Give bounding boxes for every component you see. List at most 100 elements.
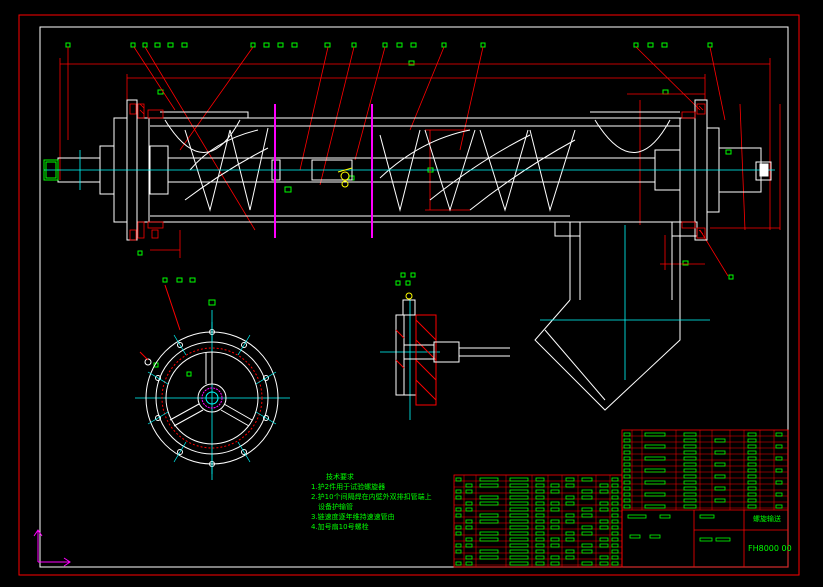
title-block-cell — [623, 468, 631, 473]
title-block-cell — [683, 450, 697, 455]
title-block-cell — [775, 468, 783, 473]
title-block-cell — [747, 504, 757, 509]
title-block-cell — [611, 495, 619, 500]
title-block-cell — [581, 525, 593, 530]
title-block-cell — [565, 477, 575, 482]
title-block-cell — [747, 480, 757, 485]
title-block-cell — [683, 480, 697, 485]
title-block-cell — [455, 543, 462, 548]
title-block-cell — [699, 514, 715, 519]
title-block-cell — [644, 504, 666, 509]
title-block-cell — [699, 537, 713, 542]
title-block-cell — [611, 483, 619, 488]
title-block-cell — [683, 492, 697, 497]
title-block-cell — [550, 507, 560, 512]
title-block-cell — [535, 483, 545, 488]
shaft-end-detail — [45, 161, 769, 179]
title-block-cell — [509, 483, 529, 488]
title-block-cell — [599, 483, 609, 488]
title-block-cell — [535, 507, 545, 512]
tech-req-item-3: 设备护输管 — [311, 503, 353, 511]
title-block-cell — [479, 531, 499, 536]
title-block-cell — [509, 555, 529, 560]
title-block-cell — [683, 468, 697, 473]
title-block-cell — [509, 489, 529, 494]
title-block-cell — [581, 489, 593, 494]
title-block-cell — [611, 561, 619, 566]
title-block-cell — [509, 501, 529, 506]
title-block-cell — [509, 537, 529, 542]
title-block-cell — [747, 462, 757, 467]
tech-req-item-4: 3.链速度逐年维持速速管由 — [311, 513, 395, 521]
title-block-cell — [581, 549, 593, 554]
title-block-cell — [455, 489, 462, 494]
title-block-cell — [455, 477, 462, 482]
title-block-cell — [775, 432, 783, 437]
title-block-cell — [599, 525, 609, 530]
title-block-cell — [683, 432, 697, 437]
title-block-cell — [581, 477, 593, 482]
title-block-cell — [623, 456, 631, 461]
outer-frame — [18, 14, 800, 576]
title-block-cell — [623, 498, 631, 503]
title-block-cell — [599, 543, 609, 548]
title-block-cell — [611, 549, 619, 554]
title-block-cell — [683, 444, 697, 449]
title-block-grid — [454, 430, 788, 567]
title-block-cell — [465, 501, 473, 506]
drawing-border — [39, 26, 789, 568]
title-block-cell — [611, 543, 619, 548]
title-block-cell — [611, 525, 619, 530]
title-block-cell — [550, 537, 560, 542]
title-block-cell — [623, 432, 631, 437]
title-block-cell — [465, 483, 473, 488]
title-block-cell — [509, 513, 529, 518]
title-block-cell — [465, 519, 473, 524]
title-block-cell — [747, 486, 757, 491]
title-block-cell — [683, 462, 697, 467]
title-block-cell — [479, 477, 499, 482]
title-block-cell — [623, 486, 631, 491]
title-block-cell — [581, 495, 593, 500]
title-block-cell — [535, 519, 545, 524]
title-block-cell — [565, 519, 575, 524]
title-block-cell — [747, 498, 757, 503]
title-block-cell — [509, 519, 529, 524]
title-block-cell — [565, 483, 575, 488]
title-block-cell — [509, 549, 529, 554]
title-block-cell — [509, 507, 529, 512]
title-block-cell — [479, 519, 499, 524]
part-number-tags — [65, 42, 734, 377]
title-block-cell — [683, 498, 697, 503]
title-block-cell — [455, 525, 462, 530]
title-block-cell — [644, 492, 666, 497]
title-block-cell — [623, 474, 631, 479]
title-block-cell — [714, 486, 726, 491]
title-block-cell — [535, 501, 545, 506]
title-block-cell — [455, 561, 462, 566]
title-block-cell — [644, 432, 666, 437]
title-block-cell — [611, 513, 619, 518]
title-block-cell — [465, 507, 473, 512]
title-block-name: 螺旋输送 — [753, 515, 781, 523]
title-block-cell — [599, 519, 609, 524]
title-block-cell — [644, 468, 666, 473]
title-block-cell — [550, 525, 560, 530]
title-block-cell — [455, 495, 462, 500]
title-block-cell — [535, 537, 545, 542]
title-block-cell — [775, 456, 783, 461]
title-block-cell — [659, 514, 671, 519]
title-block-cell — [581, 543, 593, 548]
title-block-cell — [565, 531, 575, 536]
title-block-cell — [623, 462, 631, 467]
title-block-cell — [565, 513, 575, 518]
title-block-cell — [465, 555, 473, 560]
title-block-drawing-number: FH8000 00 — [748, 544, 792, 553]
title-block-cell — [683, 456, 697, 461]
title-block-cell — [535, 477, 545, 482]
title-block-cell — [565, 555, 575, 560]
title-block-cell — [623, 438, 631, 443]
title-block-cell — [623, 504, 631, 509]
title-block-cell — [550, 561, 560, 566]
ucs-axis-icon — [33, 529, 71, 567]
